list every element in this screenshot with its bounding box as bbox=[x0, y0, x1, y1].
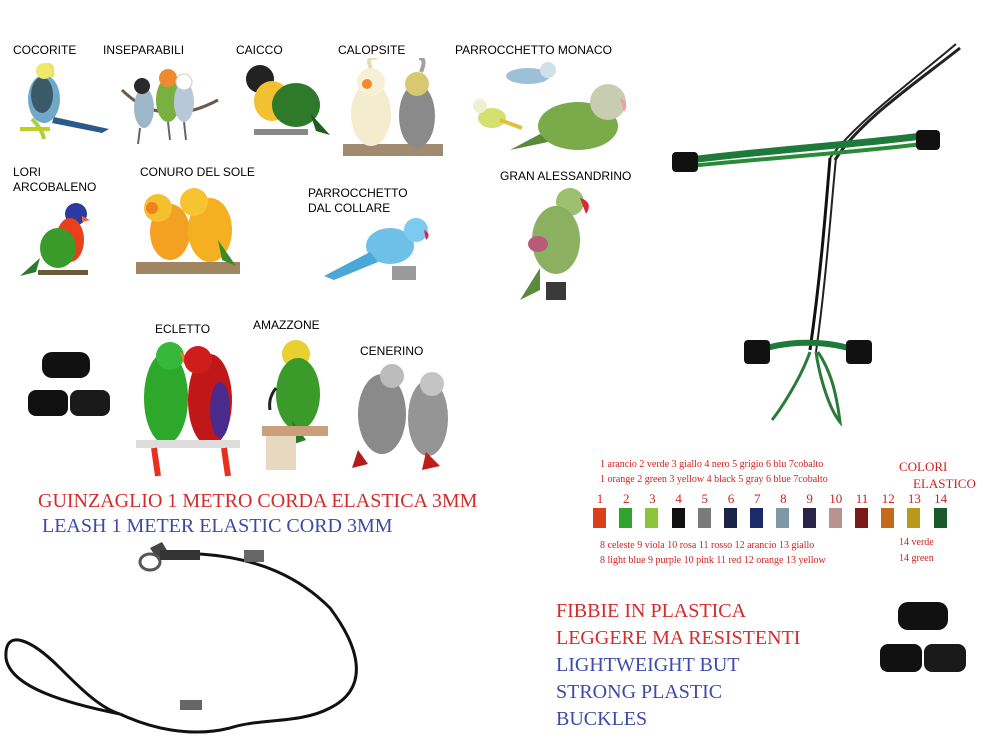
buckles-image-left bbox=[28, 352, 110, 416]
swatch-color-10 bbox=[828, 508, 842, 528]
swatch-color-9 bbox=[802, 508, 816, 528]
swatch-color-7 bbox=[750, 508, 764, 528]
buckles-line2-italian: LEGGERE MA RESISTENTI bbox=[556, 627, 801, 649]
swatch-color-13 bbox=[907, 508, 921, 528]
legend-bottom-italian: 8 celeste 9 viola 10 rosa 11 rosso 12 ar… bbox=[600, 540, 815, 551]
swatch-number-1: 1 bbox=[596, 491, 604, 506]
swatch-color-3 bbox=[645, 508, 659, 528]
swatch-color-1 bbox=[593, 508, 606, 528]
caique-image bbox=[246, 65, 330, 135]
swatch-number-6: 6 bbox=[727, 491, 735, 506]
label-parrocchetto-monaco: PARROCCHETTO MONACO bbox=[455, 43, 612, 57]
label-caicco: CAICCO bbox=[236, 43, 283, 57]
legend-bottom-english: 8 light blue 9 purple 10 pink 11 red 12 … bbox=[600, 555, 826, 566]
swatch-number-13: 13 bbox=[907, 491, 921, 506]
legend-top-english: 1 orange 2 green 3 yellow 4 black 5 gray… bbox=[600, 474, 828, 485]
harness-buckle-lower-right bbox=[846, 340, 872, 364]
buckles-text: FIBBIE IN PLASTICA LEGGERE MA RESISTENTI… bbox=[556, 598, 800, 733]
harness-buckle-right bbox=[916, 130, 940, 150]
colors-title: COLORI ELASTICO bbox=[899, 458, 976, 492]
swatch-color-6 bbox=[724, 508, 737, 528]
swatch-number-2: 2 bbox=[622, 491, 630, 506]
harness-image bbox=[672, 43, 961, 427]
legend-top-italian: 1 arancio 2 verde 3 giallo 4 nero 5 grig… bbox=[600, 459, 824, 470]
label-amazzone: AMAZZONE bbox=[253, 318, 320, 332]
label-inseparabili: INSEPARABILI bbox=[103, 43, 185, 57]
african-grey-image bbox=[352, 364, 448, 470]
swatch-number-8: 8 bbox=[780, 491, 787, 506]
swatch-number-10: 10 bbox=[829, 491, 843, 506]
swatch-color-8 bbox=[776, 508, 790, 528]
swatch-number-12: 12 bbox=[881, 491, 895, 506]
monk-parakeet-image bbox=[473, 62, 627, 150]
buckles-line3-english: BUCKLES bbox=[556, 708, 648, 730]
leash-image bbox=[4, 542, 358, 734]
colors-title-line2: ELASTICO bbox=[913, 476, 976, 491]
buckles-line2-english: STRONG PLASTIC bbox=[556, 681, 723, 703]
rainbow-lorikeet-image bbox=[20, 203, 90, 276]
swatch-color-11 bbox=[855, 508, 868, 528]
alexandrine-parakeet-image bbox=[520, 188, 589, 300]
swatch-number-5: 5 bbox=[701, 491, 709, 506]
legend-14-english: 14 green bbox=[899, 553, 934, 564]
label-conuro-del-sole: CONURO DEL SOLE bbox=[140, 165, 255, 179]
lovebirds-image bbox=[120, 69, 219, 145]
swatch-color-4 bbox=[671, 508, 685, 528]
buckles-image-right bbox=[880, 602, 966, 672]
swatch-color-2 bbox=[619, 508, 633, 528]
buckles-line1-english: LIGHTWEIGHT BUT bbox=[556, 654, 740, 676]
cockatiel-image bbox=[343, 58, 443, 156]
swatch-color-5 bbox=[697, 508, 711, 528]
leash-title-italian: GUINZAGLIO 1 METRO CORDA ELASTICA 3MM bbox=[38, 490, 478, 512]
eclectus-image bbox=[136, 342, 240, 477]
ringneck-parakeet-image bbox=[324, 218, 429, 280]
leash-title-english: LEASH 1 METER ELASTIC CORD 3MM bbox=[42, 515, 393, 537]
swatch-number-9: 9 bbox=[806, 491, 813, 506]
colors-title-line1: COLORI bbox=[899, 459, 948, 474]
buckles-line1-italian: FIBBIE IN PLASTICA bbox=[556, 600, 747, 622]
swatch-number-11: 11 bbox=[855, 491, 869, 506]
label-gran-alessandrino: GRAN ALESSANDRINO bbox=[500, 169, 632, 183]
swatch-color-12 bbox=[881, 508, 895, 528]
label-ecletto: ECLETTO bbox=[155, 322, 211, 336]
label-calopsite: CALOPSITE bbox=[338, 43, 406, 57]
legend-14-italian: 14 verde bbox=[899, 537, 934, 548]
swatch-color-14 bbox=[933, 508, 947, 528]
swatch-number-4: 4 bbox=[675, 491, 682, 506]
swatch-number-14: 14 bbox=[934, 491, 948, 506]
amazon-parrot-image bbox=[262, 340, 328, 470]
label-cocorite: COCORITE bbox=[13, 43, 77, 57]
sun-conure-image bbox=[136, 188, 240, 274]
swatch-number-7: 7 bbox=[753, 491, 761, 506]
harness-buckle-left bbox=[672, 152, 698, 172]
harness-buckle-lower-left bbox=[744, 340, 770, 364]
swatch-number-3: 3 bbox=[649, 491, 656, 506]
label-cenerino: CENERINO bbox=[360, 344, 424, 358]
budgie-image bbox=[20, 63, 109, 140]
